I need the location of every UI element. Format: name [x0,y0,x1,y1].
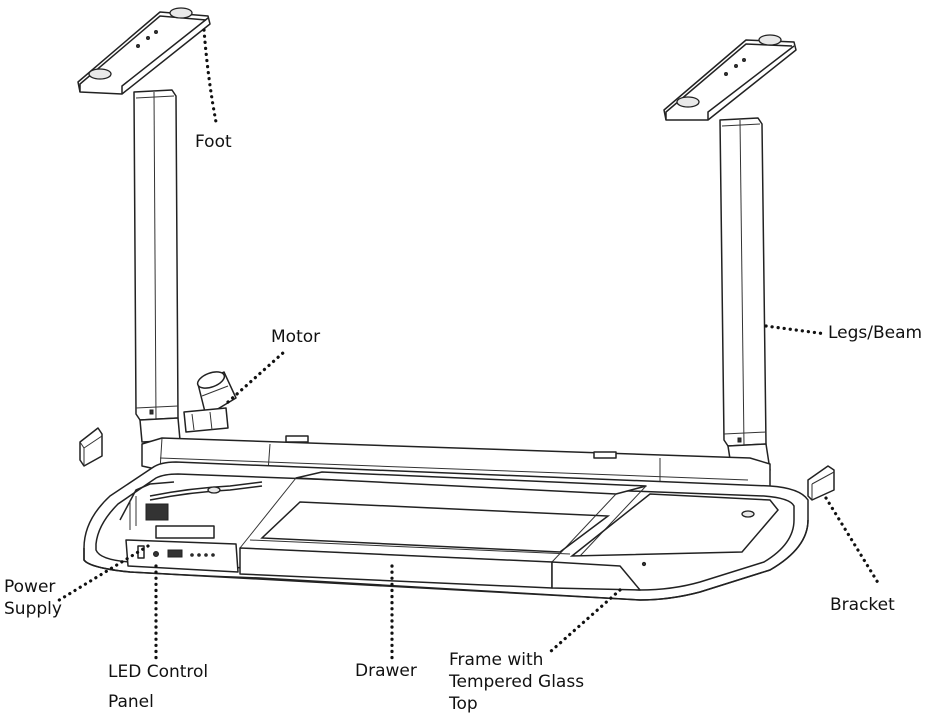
label-power-supply-line1: Power [4,577,56,597]
leader-power-supply [54,544,150,604]
label-frame-line3: Top [449,694,478,714]
label-drawer: Drawer [355,661,417,681]
leader-frame-glass [548,588,622,654]
label-frame-line1: Frame with [449,650,544,670]
label-led-line1: LED Control [108,662,209,682]
right-leg [719,117,771,473]
label-frame-glass-top: Frame with Tempered Glass Top [449,649,584,715]
leader-bracket [824,496,882,588]
leader-lines [54,28,882,660]
label-frame-line2: Tempered Glass [449,672,585,692]
label-foot: Foot [195,132,232,152]
right-foot [663,34,797,121]
label-legs-beam: Legs/Beam [828,323,923,343]
leader-foot [202,28,218,124]
motor [183,371,237,433]
left-foot [77,7,211,95]
label-power-supply-line2: Supply [4,599,62,619]
right-bracket [807,465,835,501]
label-power-supply: Power Supply [4,576,62,620]
left-bracket [79,427,103,467]
leader-motor [226,350,286,404]
tabletop-frame [83,461,809,601]
label-motor: Motor [271,327,321,347]
left-leg [133,89,181,443]
leader-legs-beam [764,324,828,336]
label-led-control-panel: LED Control Panel [108,657,208,717]
label-led-line2: Panel [108,692,154,712]
label-bracket: Bracket [830,595,895,615]
